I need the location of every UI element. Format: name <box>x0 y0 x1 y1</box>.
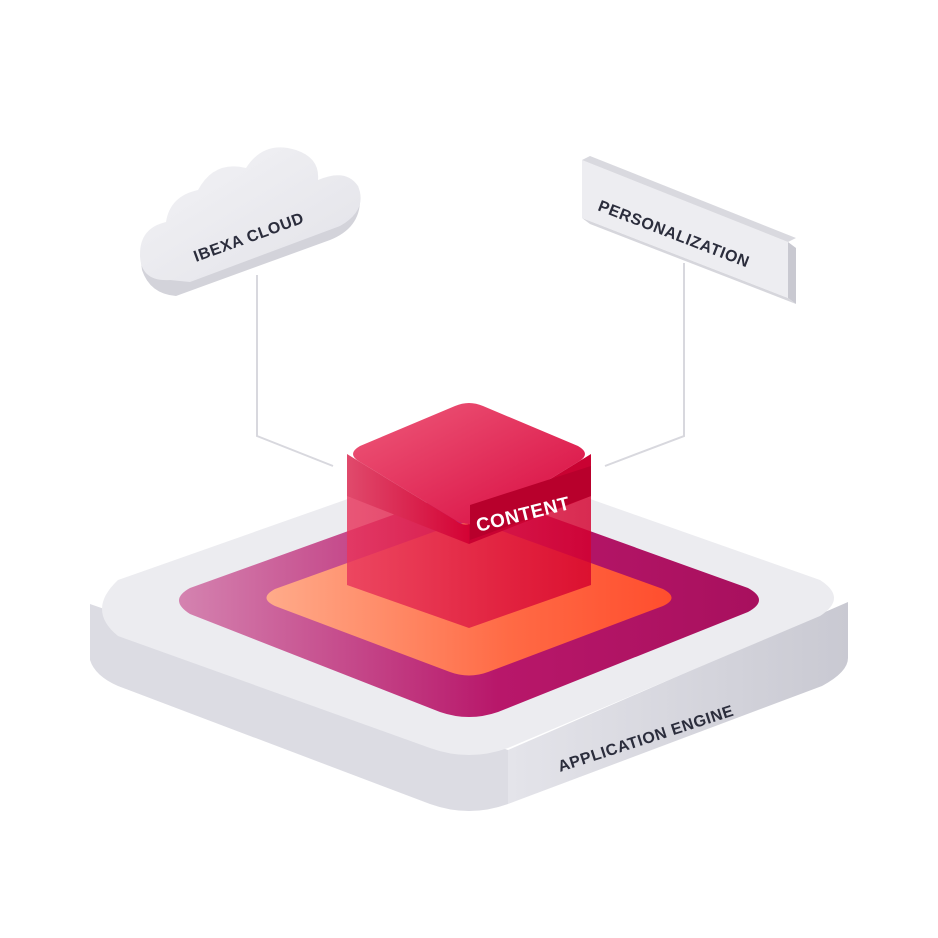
personalization-connector <box>604 263 685 467</box>
cloud-shape <box>140 147 361 282</box>
connector-lines <box>256 263 685 467</box>
cube-front-left <box>347 454 469 544</box>
cloud-connector <box>256 275 334 467</box>
personalization-card <box>582 160 788 298</box>
cube-top <box>353 403 585 524</box>
personalization-card-top <box>582 156 796 242</box>
personalization-node: PERSONALIZATION <box>582 156 796 304</box>
content-label-band <box>470 466 591 540</box>
platform-side-right <box>508 602 848 804</box>
personalization-card-bottom <box>582 218 796 304</box>
personalization-card-side <box>788 242 796 304</box>
content-cube: CONTENT <box>347 403 591 628</box>
ibexa-cloud-node: IBEXA CLOUD <box>140 147 361 296</box>
cube-ghost-body <box>347 490 591 628</box>
